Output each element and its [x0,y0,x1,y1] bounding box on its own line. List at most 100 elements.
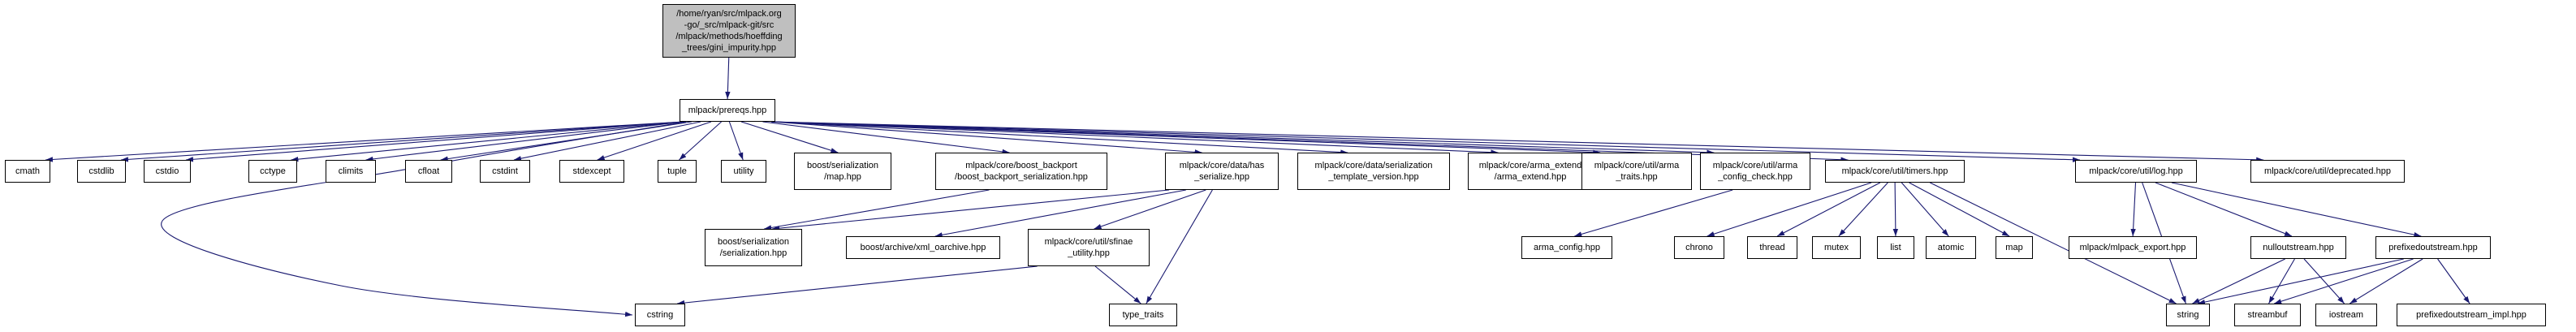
node-label-line: /map.hpp [824,172,861,182]
node-label-line: mlpack/core/data/has [1179,161,1265,170]
edge-timers-string [1930,182,2177,304]
node-stdexcept: stdexcept [559,160,624,183]
node-label-line: nulloutstream.hpp [2263,243,2334,252]
node-arma_extend[interactable]: mlpack/core/arma_extend/arma_extend.hpp [1468,153,1593,190]
edge-prefixedoutstream-streambuf [2273,258,2414,304]
node-label-line: cstring [646,310,674,320]
edge-sfinae-type_traits [1094,265,1141,304]
node-label-line: /arma_extend.hpp [1494,172,1567,182]
edge-has_serialize-sfinae [1094,189,1206,230]
node-boost_backport[interactable]: mlpack/core/boost_backport/boost_backpor… [935,153,1107,190]
node-label-line: type_traits [1122,310,1164,320]
edge-prefixedoutstream-prefixed_impl [2437,258,2470,304]
node-type_traits: type_traits [1109,304,1177,326]
node-cfloat: cfloat [405,160,452,183]
node-mlpack_export[interactable]: mlpack/mlpack_export.hpp [2069,236,2197,259]
node-label-line: prefixedoutstream.hpp [2388,243,2478,252]
node-label-line: mlpack/core/boost_backport [965,161,1077,170]
edge-prereqs-utility [728,121,744,161]
node-label-line: /home/ryan/src/mlpack.org [676,9,782,19]
edge-nulloutstream-string [2192,258,2285,304]
node-nulloutstream[interactable]: nulloutstream.hpp [2250,236,2346,259]
edge-prereqs-cstring [161,121,687,317]
edge-prereqs-stdexcept [597,121,712,161]
edge-prereqs-has_serialize [770,121,1202,155]
node-label-line: mlpack/core/data/serialization [1314,161,1433,170]
node-label-line: stdexcept [572,166,611,176]
edge-prereqs-ser_tmpl_ver [770,121,1348,155]
node-label-line: boost/serialization [717,237,790,247]
node-label-line: mlpack/core/util/arma [1594,161,1680,170]
node-iostream: iostream [2315,304,2377,326]
node-log[interactable]: mlpack/core/util/log.hpp [2075,160,2197,183]
node-boost_ser_map: boost/serialization/map.hpp [794,153,891,190]
node-label-line: /boost_backport_serialization.hpp [955,172,1088,182]
edge-gini-prereqs [725,57,731,100]
edge-boost_backport-boost_serialization [764,189,990,231]
node-label-line: iostream [2328,310,2364,320]
node-prereqs[interactable]: mlpack/prereqs.hpp [680,99,775,122]
node-label-line: streambuf [2247,310,2288,320]
node-cstdio: cstdio [144,160,191,183]
node-label-line: mutex [1824,243,1849,252]
edge-prereqs-cfloat [440,121,692,162]
node-label-line: string [2177,310,2199,320]
edge-prereqs-log [770,121,2081,162]
edge-prereqs-cstdlib [120,121,684,162]
node-label-line: mlpack/mlpack_export.hpp [2079,243,2186,252]
node-label-line: _trees/gini_impurity.hpp [682,43,776,53]
node-atomic: atomic [1926,236,1976,259]
node-tuple: tuple [658,160,697,183]
node-prefixed_impl[interactable]: prefixedoutstream_impl.hpp [2397,304,2546,326]
node-sfinae[interactable]: mlpack/core/util/sfinae_utility.hpp [1028,229,1150,266]
node-arma_config_check[interactable]: mlpack/core/util/arma_config_check.hpp [1700,153,1810,190]
edge-prereqs-cstdio [185,121,684,162]
node-label-line: boost/serialization [806,161,879,170]
node-arma_config[interactable]: arma_config.hpp [1521,236,1612,259]
edge-timers-thread [1776,182,1881,237]
node-label-line: _utility.hpp [1068,248,1110,258]
node-prefixedoutstream[interactable]: prefixedoutstream.hpp [2375,236,2491,259]
node-label-line: mlpack/core/util/timers.hpp [1841,166,1948,176]
node-label-line: mlpack/core/util/sfinae [1044,237,1133,247]
node-ser_tmpl_ver[interactable]: mlpack/core/data/serialization _template_… [1297,153,1450,190]
node-cstdlib: cstdlib [77,160,126,183]
node-label-line: /mlpack/methods/hoeffding [675,32,783,41]
edge-timers-list [1892,182,1899,237]
edge-prereqs-arma_extend [770,121,1499,155]
node-string: string [2166,304,2210,326]
edge-has_serialize-xml_oarchive [934,189,1186,238]
edge-nulloutstream-streambuf [2268,258,2295,304]
node-mutex: mutex [1812,236,1861,259]
node-gini: /home/ryan/src/mlpack.org-go/_src/mlpack… [662,4,796,58]
edge-log-prefixedoutstream [2171,182,2422,238]
node-label-line: _serialize.hpp [1194,172,1249,182]
edge-prereqs-boost_backport [762,121,1010,155]
node-label-line: chrono [1685,243,1713,252]
node-xml_oarchive: boost/archive/xml_oarchive.hpp [846,236,1000,259]
node-label-line: mlpack/core/util/log.hpp [2089,166,2183,176]
node-label-line: cstdlib [88,166,114,176]
node-timers[interactable]: mlpack/core/util/timers.hpp [1825,160,1965,183]
node-has_serialize[interactable]: mlpack/core/data/has _serialize.hpp [1165,153,1279,190]
node-deprecated[interactable]: mlpack/core/util/deprecated.hpp [2250,160,2405,183]
edge-has_serialize-type_traits [1146,189,1213,304]
node-label-line: cctype [260,166,286,176]
edge-timers-mutex [1838,182,1888,237]
edge-log-mlpack_export [2130,182,2137,237]
node-label-line: cfloat [417,166,440,176]
node-label-line: prefixedoutstream_impl.hpp [2416,310,2526,320]
edge-nulloutstream-iostream [2303,258,2345,304]
node-arma_traits[interactable]: mlpack/core/util/arma_traits.hpp [1581,153,1692,190]
edge-sfinae-cstring [677,265,1038,306]
node-label-line: cstdio [155,166,179,176]
edge-log-nulloutstream [2155,182,2293,237]
node-cmath: cmath [5,160,50,183]
node-label-line: _template_version.hpp [1328,172,1419,182]
edge-arma_config_check-arma_config [1574,189,1733,237]
node-streambuf: streambuf [2234,304,2301,326]
node-list: list [1877,236,1914,259]
node-label-line: tuple [667,166,687,176]
node-label-line: cmath [15,166,40,176]
node-label-line: mlpack/core/util/deprecated.hpp [2264,166,2391,176]
